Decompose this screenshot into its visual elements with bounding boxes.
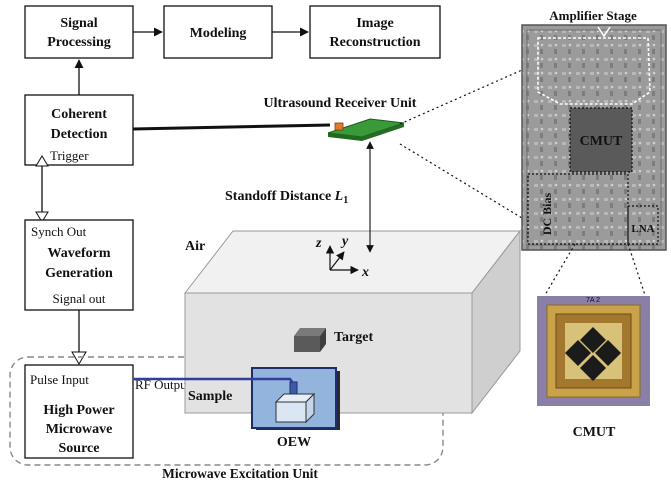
cmut-element-left: [565, 340, 591, 366]
signal-processing-line1: Signal: [60, 16, 97, 31]
target-object: [294, 328, 326, 352]
sample-label: Sample: [188, 389, 232, 404]
microwave-source-line1: High Power: [43, 403, 114, 418]
signal-out-label: Signal out: [52, 291, 105, 306]
coherent-detection-line1: Coherent: [51, 107, 107, 122]
image-reconstruction-line1: Image: [356, 16, 393, 31]
sample-cube: [274, 392, 316, 424]
standoff-prefix: Standoff Distance: [225, 189, 335, 204]
receiver-cable: [132, 123, 331, 131]
coherent-detection-line2: Detection: [51, 127, 108, 142]
target-label: Target: [334, 330, 373, 345]
receiver-unit-label: Ultrasound Receiver Unit: [264, 96, 417, 111]
image-reconstruction-block: Image Reconstruction: [309, 5, 441, 59]
zoom-line-bottom: [399, 143, 523, 219]
coordinate-axes: z y x: [315, 234, 369, 280]
amplifier-stage-title: Amplifier Stage: [549, 8, 637, 23]
connector-icon: [334, 122, 344, 131]
cmut-photo: 7A 2: [537, 296, 650, 406]
modeling-block: Modeling: [163, 5, 273, 59]
microwave-source-line3: Source: [59, 441, 100, 456]
cmut-region: [569, 107, 633, 173]
signal-processing-block: Signal Processing: [24, 5, 134, 59]
waveform-generation-line1: Waveform: [48, 246, 111, 261]
amplifier-chip: [521, 24, 667, 251]
caret-icon: [597, 26, 611, 38]
cmut-photo-caption: CMUT: [573, 425, 616, 440]
rf-output-label: RF Output: [135, 377, 191, 392]
signal-processing-line2: Processing: [47, 35, 111, 50]
zoom-line-top: [399, 69, 523, 125]
ultrasound-receiver-board: [327, 118, 405, 141]
image-reconstruction-line2: Reconstruction: [330, 35, 421, 50]
lna-label: LNA: [631, 223, 654, 235]
modeling-label: Modeling: [190, 26, 247, 41]
standoff-sub: 1: [343, 195, 348, 206]
axis-x-label: x: [361, 265, 369, 280]
photo-marking: 7A 2: [586, 297, 600, 304]
coherent-detection-block: Coherent Detection Trigger: [24, 94, 134, 166]
synch-out-label: Synch Out: [31, 224, 87, 239]
cmut-element-bottom: [580, 355, 606, 381]
chip-cmut-label: CMUT: [580, 134, 623, 149]
signal-to-source-link: [71, 310, 87, 365]
amplifier-outline: [537, 37, 651, 105]
air-volume: [183, 229, 522, 415]
dc-bias-label: DC Bias: [540, 193, 554, 236]
axis-y-label: y: [340, 234, 349, 249]
microwave-source-line2: Microwave: [46, 422, 113, 437]
standoff-var: L: [334, 189, 344, 204]
dc-bias-region: [527, 173, 629, 245]
trigger-label: Trigger: [50, 148, 89, 163]
lna-region: [627, 205, 659, 245]
zoom-line-photo-left: [544, 243, 576, 296]
zoom-line-photo-right: [627, 243, 646, 296]
microwave-excitation-unit-label: Microwave Excitation Unit: [162, 466, 318, 481]
microwave-source-block: Pulse Input High Power Microwave Source: [24, 364, 134, 459]
waveform-generation-line2: Generation: [45, 266, 113, 281]
pulse-input-label: Pulse Input: [30, 372, 89, 387]
cmut-element-right: [595, 340, 621, 366]
rf-feed-line: [133, 377, 294, 384]
axis-z-label: z: [315, 236, 322, 251]
oew-label: OEW: [277, 435, 311, 450]
oew-waveguide: [251, 367, 340, 430]
air-label: Air: [185, 239, 205, 254]
trigger-synch-link: [35, 155, 49, 223]
cmut-element-top: [580, 327, 606, 353]
waveform-generation-block: Synch Out Waveform Generation Signal out: [24, 219, 134, 311]
standoff-distance-label: Standoff Distance L1: [225, 189, 348, 206]
